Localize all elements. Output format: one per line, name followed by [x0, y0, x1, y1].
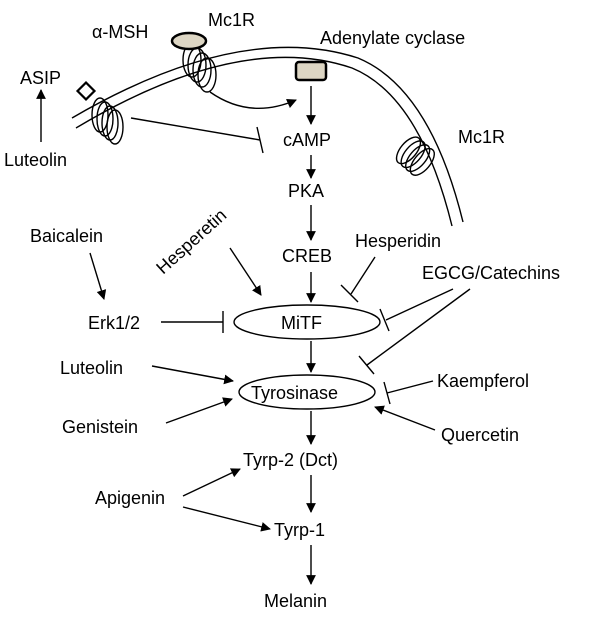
- mc1r-right-label: Mc1R: [458, 127, 505, 147]
- asip-label: ASIP: [20, 68, 61, 88]
- adenylate-cyclase-label: Adenylate cyclase: [320, 28, 465, 48]
- inhibit-mc1r-to-camp: [130, 117, 261, 141]
- tyrosinase-ellipse: [238, 374, 376, 410]
- luteolin-mid-label: Luteolin: [60, 358, 123, 378]
- arrow-quercetin-to-tyrosinase: [374, 405, 436, 431]
- pka-label: PKA: [288, 181, 324, 201]
- cell-membrane-outer: [71, 46, 464, 223]
- adenylate-cyclase-box: [294, 60, 328, 82]
- inhibit-bar-kaempferol: [383, 381, 391, 405]
- mc1r-receptor-top: [170, 31, 217, 93]
- mc1r-top-label: Mc1R: [208, 10, 255, 30]
- arrow-apigenin-to-tyrp1: [182, 506, 271, 532]
- inhibit-egcg-to-mitf: [385, 288, 454, 321]
- arrow-hesperetin-to-mitf: [229, 247, 262, 296]
- baicalein-label: Baicalein: [30, 226, 103, 246]
- hesperidin-label: Hesperidin: [355, 231, 441, 251]
- luteolin-top-label: Luteolin: [4, 150, 67, 170]
- inhibit-hesperidin-to-mitf: [350, 256, 376, 295]
- egcg-label: EGCG/Catechins: [422, 263, 560, 283]
- arrow-genistein-to-tyrosinase: [165, 397, 233, 424]
- creb-label: CREB: [282, 246, 332, 266]
- inhibit-bar-hesperidin: [340, 284, 359, 303]
- melanin-label: Melanin: [264, 591, 327, 611]
- hesperetin-label: Hesperetin: [152, 205, 230, 278]
- tyrp2-label: Tyrp-2 (Dct): [243, 450, 338, 470]
- arrow-luteolin-to-tyrosinase: [151, 365, 234, 385]
- inhibit-bar-camp: [256, 126, 264, 154]
- inhibit-egcg-to-tyrosinase: [366, 288, 471, 366]
- erk-label: Erk1/2: [88, 313, 140, 333]
- arrow-apigenin-to-tyrp2: [182, 468, 241, 497]
- tyrp1-label: Tyrp-1: [274, 520, 325, 540]
- inhibit-kaempferol-to-tyrosinase: [386, 380, 434, 394]
- kaempferol-label: Kaempferol: [437, 371, 529, 391]
- mitf-label: MiTF: [281, 313, 322, 333]
- alpha-msh-ligand: [170, 31, 208, 51]
- genistein-label: Genistein: [62, 417, 138, 437]
- mitf-ellipse: [233, 304, 381, 340]
- cell-membrane-inner: [75, 56, 453, 227]
- inhibit-bar-egcg-mitf: [379, 308, 390, 332]
- tyrosinase-label: Tyrosinase: [251, 383, 338, 403]
- apigenin-label: Apigenin: [95, 488, 165, 508]
- arrow-baicalein-to-erk: [89, 252, 107, 300]
- inhibit-bar-egcg-tyrosinase: [358, 355, 375, 375]
- asip-ligand: [75, 80, 97, 102]
- camp-label: cAMP: [283, 130, 331, 150]
- mc1r-receptor-right: [395, 136, 435, 176]
- quercetin-label: Quercetin: [441, 425, 519, 445]
- arrow-mc1r-to-ac: [209, 91, 297, 110]
- alpha-msh-label: α-MSH: [92, 22, 148, 42]
- mc1r-receptor-left: [75, 80, 124, 145]
